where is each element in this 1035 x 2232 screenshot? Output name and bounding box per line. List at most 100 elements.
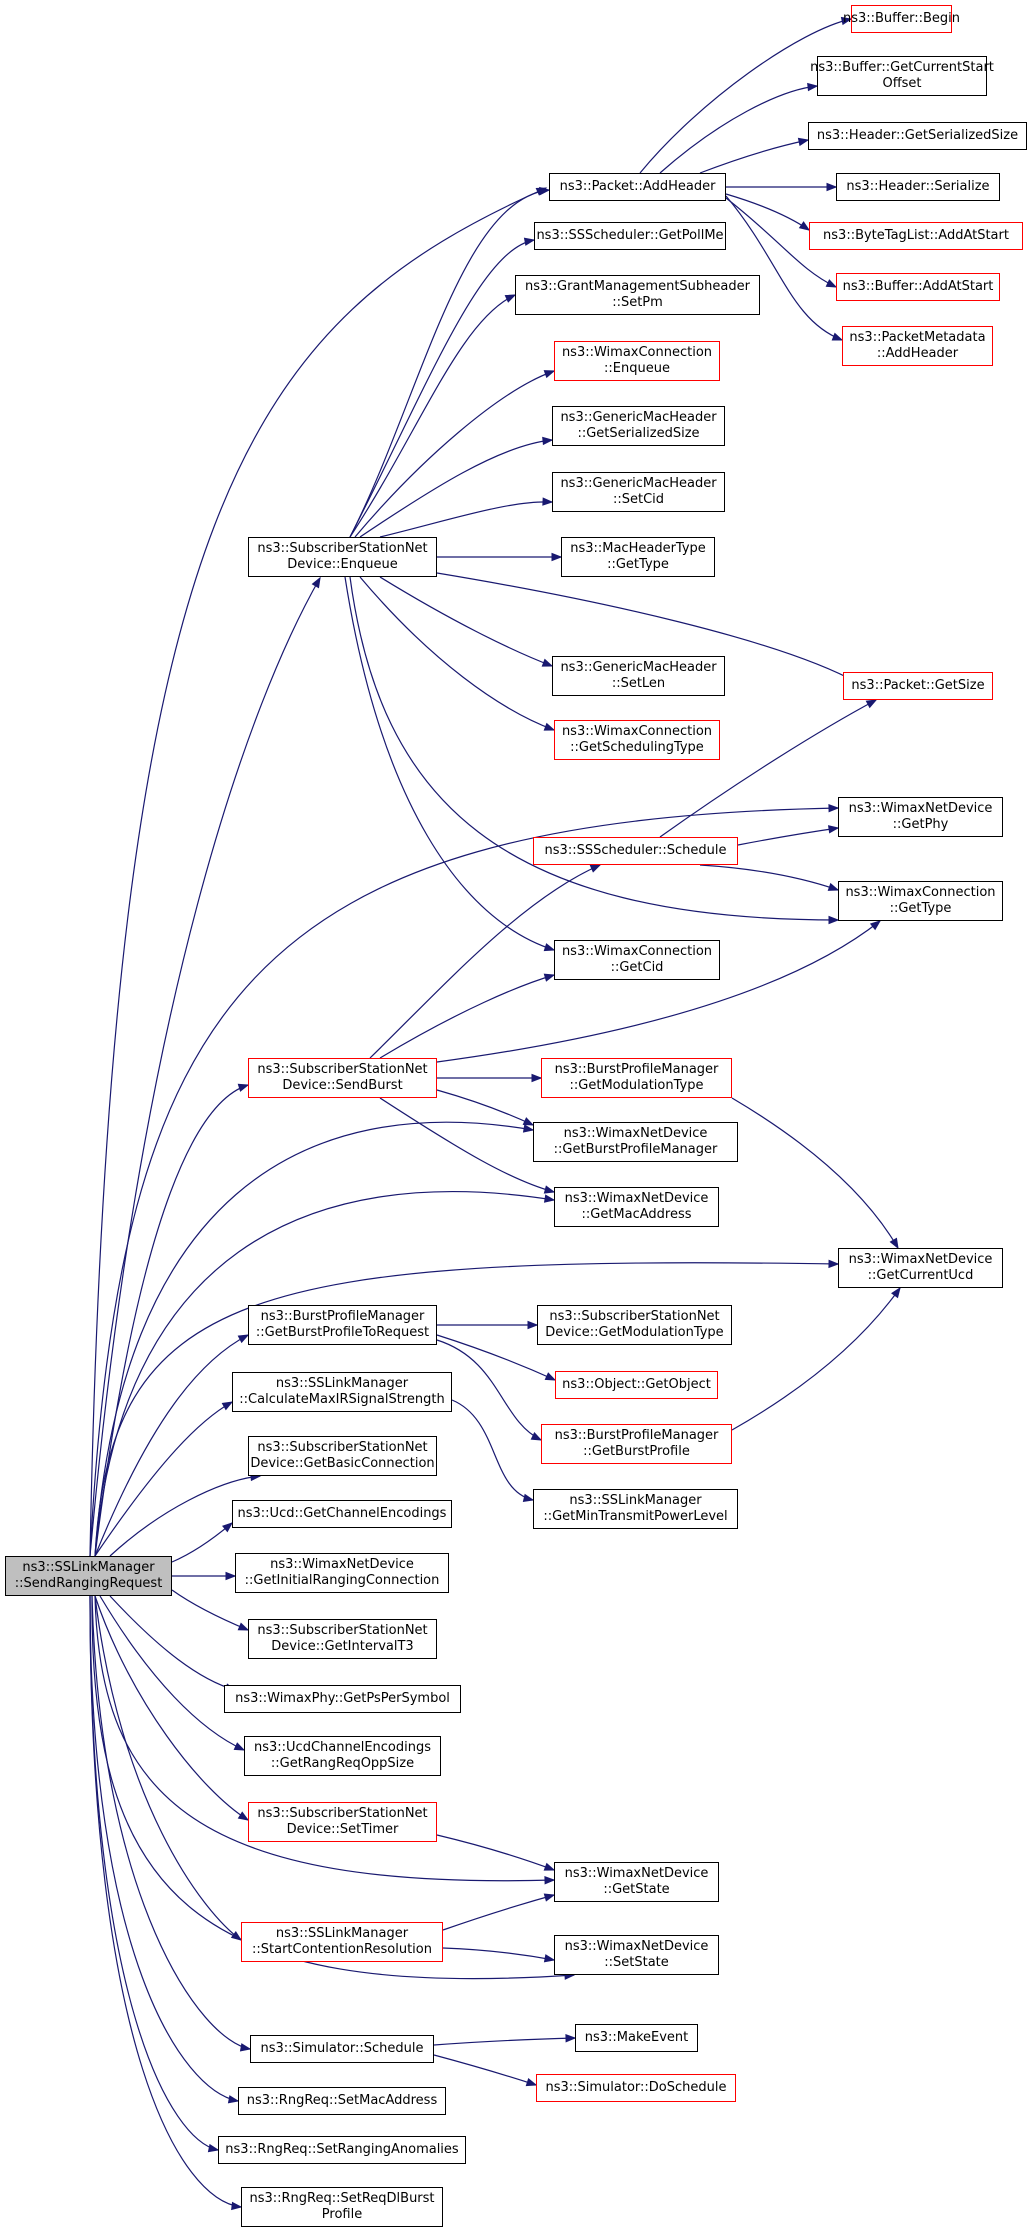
node-label-line: ns3::SubscriberStationNet [257,1806,428,1821]
edge-ssnd-enqueue-to-grant-setpm [349,294,516,538]
edge-root-to-sslm-startcontention [94,1595,242,1941]
edge-ssnd-sendburst-to-wimaxnd-getmacaddress [379,1097,555,1193]
node-packet-addheader[interactable]: ns3::Packet::AddHeader [549,173,726,201]
node-wimaxnd-getstate[interactable]: ns3::WimaxNetDevice::GetState [554,1862,719,1902]
node-label-line: ::StartContentionResolution [252,1942,432,1957]
node-sslm-calculatemax[interactable]: ns3::SSLinkManager::CalculateMaxIRSignal… [232,1372,452,1412]
node-sslm-getmintransmitpowerlevel[interactable]: ns3::SSLinkManager::GetMinTransmitPowerL… [533,1489,738,1529]
node-sssched-getpollme[interactable]: ns3::SSScheduler::GetPollMe [534,222,726,250]
node-label-line: ns3::WimaxNetDevice [848,1252,993,1267]
node-grant-setpm[interactable]: ns3::GrantManagementSubheader::SetPm [515,275,760,315]
edge-arrowhead [543,1185,556,1194]
node-label-line: ::GetMinTransmitPowerLevel [543,1509,728,1524]
edge-arrowhead [542,497,554,506]
node-label-line: ns3::SSLinkManager [22,1560,155,1575]
edge-arrowhead [531,1073,543,1083]
node-label-line: ns3::WimaxNetDevice [564,1191,709,1206]
node-label-line: ns3::RngReq::SetRangingAnomalies [225,2142,459,2157]
edge-root-to-ssnd-getintervalt3 [171,1589,249,1631]
node-label-line: ns3::SubscriberStationNet [257,1062,428,1077]
node-gmh-setcid[interactable]: ns3::GenericMacHeader::SetCid [552,472,725,512]
edge-sslm-calculatemax-to-sslm-getmintransmitpowerlevel [451,1399,534,1501]
node-label-line: ::GetPhy [892,817,949,832]
node-packetmetadata-addheader[interactable]: ns3::PacketMetadata::AddHeader [842,326,993,366]
node-label-line: ::GetType [607,557,669,572]
edge-arrowhead [826,182,838,192]
node-label-line: ns3::SubscriberStationNet [257,1623,428,1638]
node-label-line: ns3::SubscriberStationNet [257,1440,428,1455]
node-wimaxnd-getphy[interactable]: ns3::WimaxNetDevice::GetPhy [838,797,1003,837]
node-wimaxnd-getburstprofilemanager[interactable]: ns3::WimaxNetDevice::GetBurstProfileMana… [533,1122,738,1162]
node-simulator-doschedule[interactable]: ns3::Simulator::DoSchedule [536,2074,736,2102]
node-label-line: ::GetModulationType [569,1078,704,1093]
edge-sslm-startcontention-to-wimaxnd-setstate [442,1947,555,1961]
node-label-line: ::GetBurstProfile [583,1444,690,1459]
edge-root-to-rngreq-setranginganomalies [89,1595,219,2151]
node-bpm-getburstprofile[interactable]: ns3::BurstProfileManager::GetBurstProfil… [541,1424,732,1464]
edge-arrowhead [237,1622,250,1631]
node-label-line: ns3::MacHeaderType [570,541,706,556]
node-sssched-schedule[interactable]: ns3::SSScheduler::Schedule [533,837,738,865]
edge-arrowhead [869,920,882,931]
node-label-line: ::GetBurstProfileManager [553,1142,718,1157]
node-wimaxnd-setstate[interactable]: ns3::WimaxNetDevice::SetState [554,1935,719,1975]
node-header-serialize[interactable]: ns3::Header::Serialize [836,173,1000,201]
edge-arrowhead [239,2043,252,2052]
edge-arrowhead [827,882,840,891]
edge-arrowhead [523,237,536,246]
node-object-getobject[interactable]: ns3::Object::GetObject [555,1371,718,1399]
edge-arrowhead [522,1124,535,1133]
node-bytetaglist-addatstart[interactable]: ns3::ByteTagList::AddAtStart [809,222,1023,250]
node-ucdce-getrangreqoppsize[interactable]: ns3::UcdChannelEncodings::GetRangReqOppS… [244,1736,441,1776]
node-macheadertype-gettype[interactable]: ns3::MacHeaderType::GetType [561,537,715,577]
node-label-line: ns3::GenericMacHeader [560,660,717,675]
node-label-line: ns3::RngReq::SetReqDlBurst [249,2191,435,2206]
node-rngreq-setmacaddress[interactable]: ns3::RngReq::SetMacAddress [238,2087,446,2115]
node-label-line: ::GetCurrentUcd [867,1268,974,1283]
node-makeevent[interactable]: ns3::MakeEvent [575,2024,698,2052]
node-gmh-getserializedsize[interactable]: ns3::GenericMacHeader::GetSerializedSize [552,406,725,446]
node-buffer-begin[interactable]: ns3::Buffer::Begin [843,5,960,33]
edge-sssched-schedule-to-wimaxnd-getphy [737,827,839,846]
edge-arrowhead [798,221,811,231]
edge-arrowhead [227,2095,240,2104]
node-wimaxnd-getcurrentucd[interactable]: ns3::WimaxNetDevice::GetCurrentUcd [838,1248,1003,1288]
edge-arrowhead [207,2143,220,2153]
node-wimaxconn-enqueue[interactable]: ns3::WimaxConnection::Enqueue [554,341,720,381]
node-wimaxconn-gettype[interactable]: ns3::WimaxConnection::GetType [838,881,1003,921]
node-wimaxphy-getpspersymbol[interactable]: ns3::WimaxPhy::GetPsPerSymbol [224,1685,461,1713]
edge-arrowhead [828,915,840,925]
node-bpm-getmodulationtype[interactable]: ns3::BurstProfileManager::GetModulationT… [541,1058,732,1098]
edge-ssnd-enqueue-to-packet-addheader [349,189,550,538]
node-bpm-getburstprofiletorequest[interactable]: ns3::BurstProfileManager::GetBurstProfil… [248,1305,437,1345]
node-wimaxnd-getinitialranging[interactable]: ns3::WimaxNetDevice::GetInitialRangingCo… [235,1553,449,1593]
edge-simulator-schedule-to-makeevent [433,2037,576,2046]
node-label-line: ns3::WimaxConnection [561,724,713,739]
node-label-line: ns3::Object::GetObject [562,1377,711,1392]
edge-arrowhead [543,973,556,982]
node-wimaxnd-getmacaddress[interactable]: ns3::WimaxNetDevice::GetMacAddress [554,1187,719,1227]
node-wimaxconn-getcid[interactable]: ns3::WimaxConnection::GetCid [554,940,720,980]
node-simulator-schedule[interactable]: ns3::Simulator::Schedule [250,2035,434,2063]
node-packet-getsize[interactable]: ns3::Packet::GetSize [843,672,993,700]
node-rngreq-setranginganomalies[interactable]: ns3::RngReq::SetRangingAnomalies [218,2136,466,2164]
edge-sssched-schedule-to-packet-getsize [659,699,877,838]
node-buffer-addatstart[interactable]: ns3::Buffer::AddAtStart [836,273,1000,301]
node-sslm-startcontention[interactable]: ns3::SSLinkManager::StartContentionResol… [241,1922,443,1962]
edge-ssnd-enqueue-to-wimaxconn-enqueue [354,370,555,538]
node-gmh-setlen[interactable]: ns3::GenericMacHeader::SetLen [552,656,725,696]
edge-arrowhead [522,1117,535,1126]
node-ucd-getchannelencodings[interactable]: ns3::Ucd::GetChannelEncodings [232,1500,452,1528]
node-wimaxconn-getschedulingtype[interactable]: ns3::WimaxConnection::GetSchedulingType [554,720,720,760]
edge-ssnd-sendburst-to-wimaxnd-getburstprofilemanager [436,1089,534,1126]
node-header-getserializedsize[interactable]: ns3::Header::GetSerializedSize [808,122,1027,150]
